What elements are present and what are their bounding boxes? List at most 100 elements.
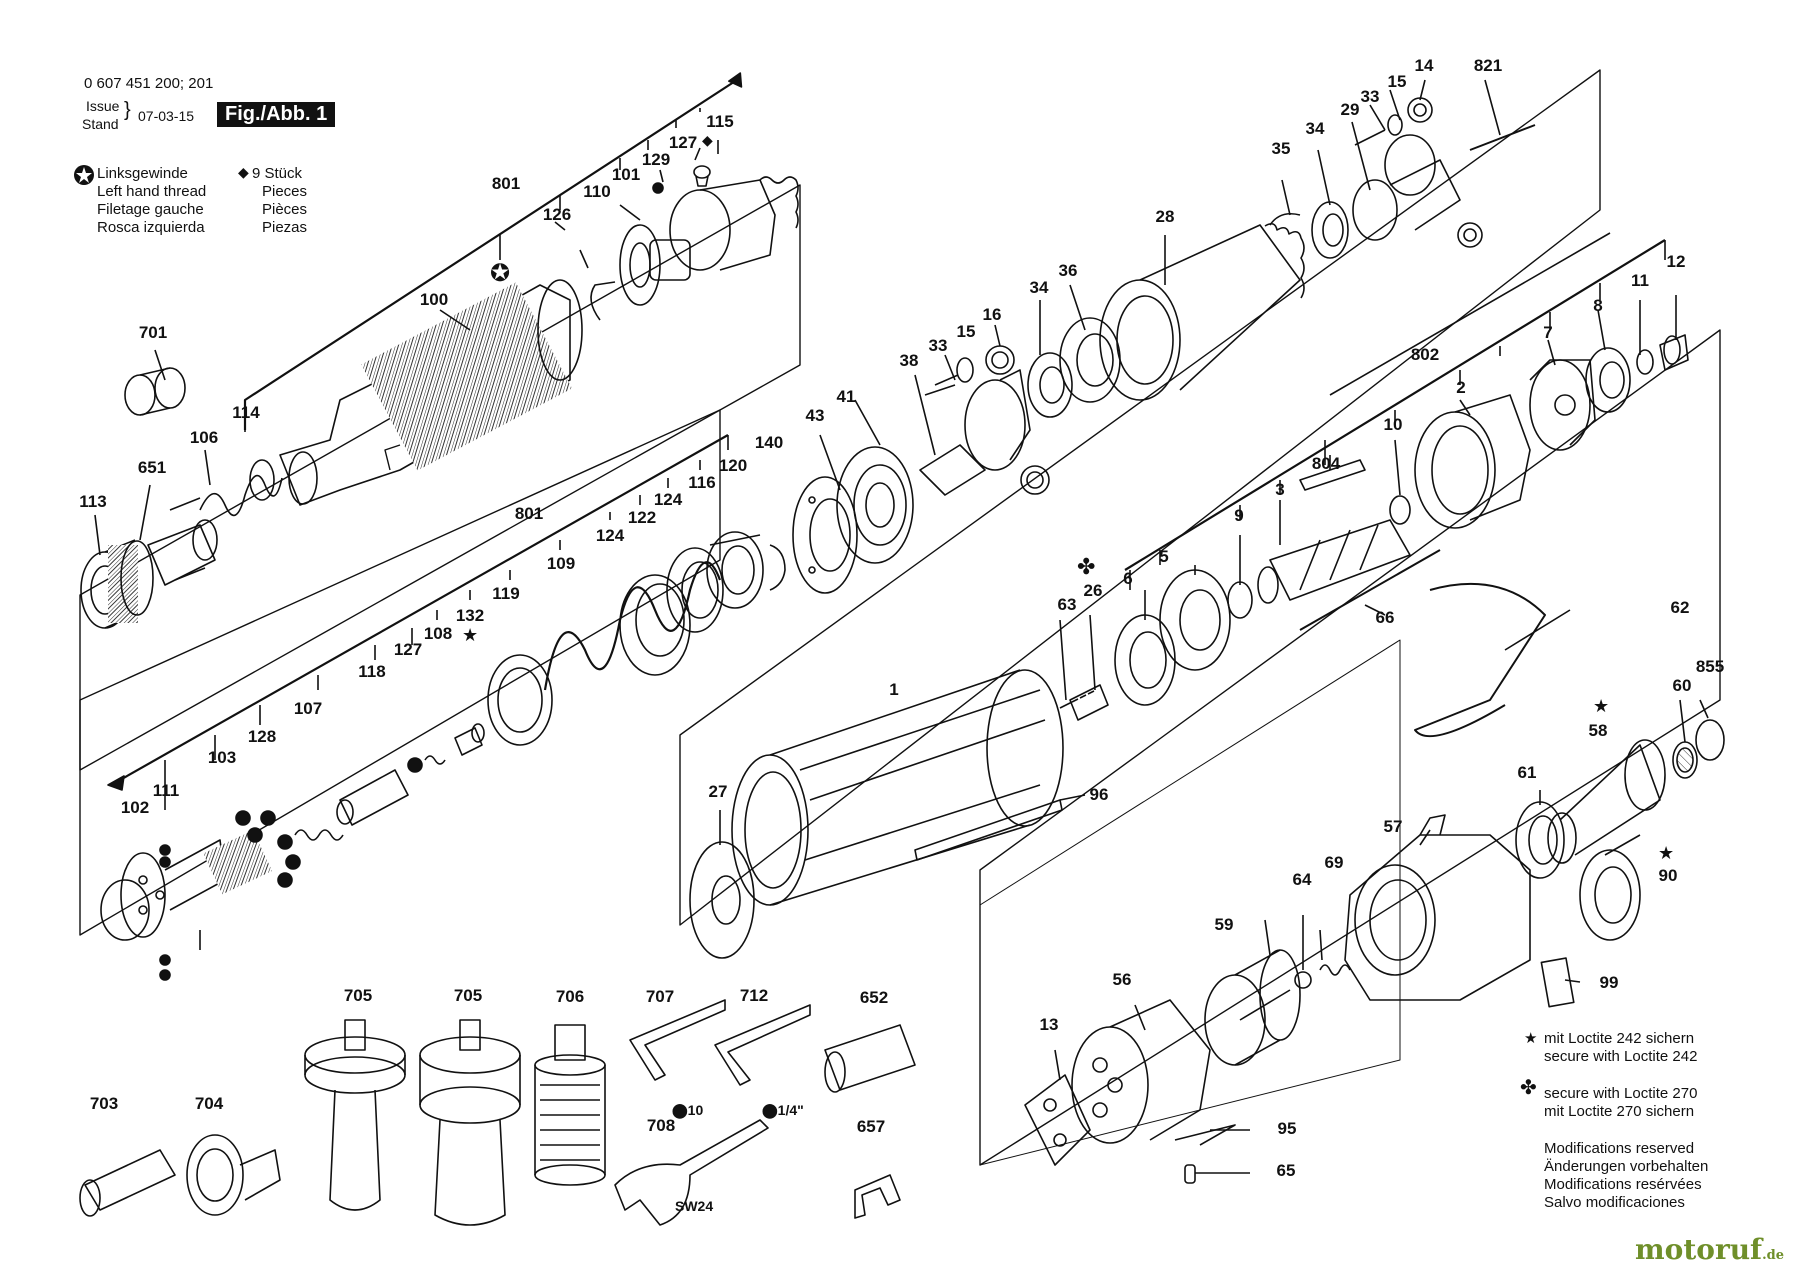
legend-right-line-2: Pieces: [262, 183, 308, 200]
key-10-size: ⬤10: [672, 1102, 703, 1119]
part-label-62: 62: [1670, 598, 1690, 617]
part-110: [619, 224, 661, 306]
part-66: [1299, 549, 1441, 631]
part-804: [1299, 459, 1366, 491]
part-label-651: 651: [137, 458, 167, 477]
part-35: [1269, 212, 1301, 226]
part-701: [124, 367, 186, 416]
part-label-114: 114: [232, 403, 260, 422]
part-label-35: 35: [1271, 139, 1291, 158]
part-label-28: 28: [1155, 207, 1175, 226]
part-58: [1547, 739, 1666, 864]
part-label-12: 12: [1666, 252, 1686, 271]
part-122: [619, 574, 691, 676]
mod-line-1: Modifications reserved: [1544, 1140, 1695, 1157]
part-707: [629, 999, 726, 1081]
part-16: [985, 345, 1015, 375]
diamond-icon: ◆: [238, 164, 249, 180]
part-label-95: 95: [1277, 1119, 1297, 1138]
part-label-103: 103: [207, 748, 237, 767]
part-label-3: 3: [1275, 480, 1285, 499]
mod-line-4: Salvo modificaciones: [1544, 1194, 1685, 1211]
part-102: [100, 830, 273, 950]
part-9: [1227, 581, 1253, 619]
part-label-9: 9: [1234, 506, 1244, 525]
part-label-120: 120: [718, 456, 748, 475]
watermark-name: motoruf: [1635, 1233, 1763, 1266]
brace: }: [124, 99, 131, 121]
issue-date: 07-03-15: [138, 108, 195, 124]
part-60: [1672, 741, 1698, 779]
part-11: [1636, 349, 1654, 375]
part-7: [1529, 359, 1596, 451]
part-label-124b: 124: [653, 490, 683, 509]
figure-label: Fig./Abb. 1: [217, 102, 336, 127]
part-label-5: 5: [1159, 547, 1169, 566]
part-label-108: 108: [423, 624, 453, 643]
left-thread-mark-icon: ✪: [490, 260, 511, 287]
part-label-59: 59: [1214, 915, 1234, 934]
part-label-96: 96: [1089, 785, 1109, 804]
part-label-7: 7: [1543, 323, 1553, 342]
key-10-text: 10: [687, 1102, 704, 1118]
part-label-27: 27: [708, 782, 728, 801]
mod-line-2: Änderungen vorbehalten: [1544, 1158, 1709, 1175]
part-label-2: 2: [1456, 378, 1466, 397]
part-10: [1389, 495, 1411, 525]
axis-801-bottom: [119, 434, 729, 781]
part-706: [534, 1024, 606, 1186]
star-mark-90-icon: ★: [1658, 843, 1675, 863]
part-label-110: 110: [583, 182, 611, 201]
part-label-14: 14: [1414, 56, 1434, 75]
part-3: [1257, 519, 1411, 604]
note-270-2: mit Loctite 270 sichern: [1544, 1103, 1695, 1120]
part-label-6: 6: [1123, 569, 1133, 588]
part-label-63: 63: [1057, 595, 1077, 614]
part-28: [1099, 222, 1305, 401]
part-27: [689, 841, 755, 959]
part-100: [279, 279, 583, 506]
part-33b: [1354, 129, 1386, 146]
bullet-icon: ⬤: [762, 1102, 778, 1118]
part-label-66: 66: [1375, 608, 1395, 627]
part-label-33b: 33: [1360, 87, 1380, 106]
part-129: [652, 182, 664, 194]
part-label-33a: 33: [928, 336, 948, 355]
part-label-128: 128: [247, 727, 277, 746]
part-label-10: 10: [1383, 415, 1403, 434]
legend-left-line-4: Rosca izquierda: [97, 219, 205, 236]
part-43: [792, 476, 858, 594]
part-label-705a: 705: [343, 986, 373, 1005]
watermark: motoruf.de: [1635, 1233, 1784, 1266]
part-118: [336, 769, 409, 826]
part-label-57: 57: [1383, 817, 1403, 836]
part-label-13: 13: [1039, 1015, 1059, 1034]
part-label-29: 29: [1340, 100, 1360, 119]
part-821: [1469, 124, 1536, 151]
part-label-69: 69: [1324, 853, 1344, 872]
part-label-652: 652: [859, 988, 889, 1007]
star-icon: ★: [1524, 1030, 1538, 1047]
part-119: [487, 654, 553, 746]
part-101: [649, 176, 799, 281]
star-mark-132-icon: ★: [462, 625, 479, 645]
part-label-124a: 124: [595, 526, 625, 545]
part-label-34b: 34: [1305, 119, 1325, 138]
part-label-701: 701: [138, 323, 168, 342]
part-56: [1071, 999, 1211, 1144]
part-8: [1585, 347, 1631, 413]
note-242-2: secure with Loctite 242: [1544, 1048, 1698, 1065]
part-label-15b: 15: [1387, 72, 1407, 91]
part-95: [1174, 1124, 1236, 1146]
part-label-64: 64: [1292, 870, 1312, 889]
part-label-708: 708: [646, 1116, 676, 1135]
part-652: [824, 1024, 916, 1093]
part-label-116: 116: [688, 473, 716, 492]
part-127-bottom: [407, 757, 423, 773]
part-label-100: 100: [419, 290, 449, 309]
part-126: [590, 281, 616, 321]
part-64: [1294, 971, 1312, 989]
part-41: [836, 446, 914, 564]
part-59: [1204, 949, 1301, 1066]
